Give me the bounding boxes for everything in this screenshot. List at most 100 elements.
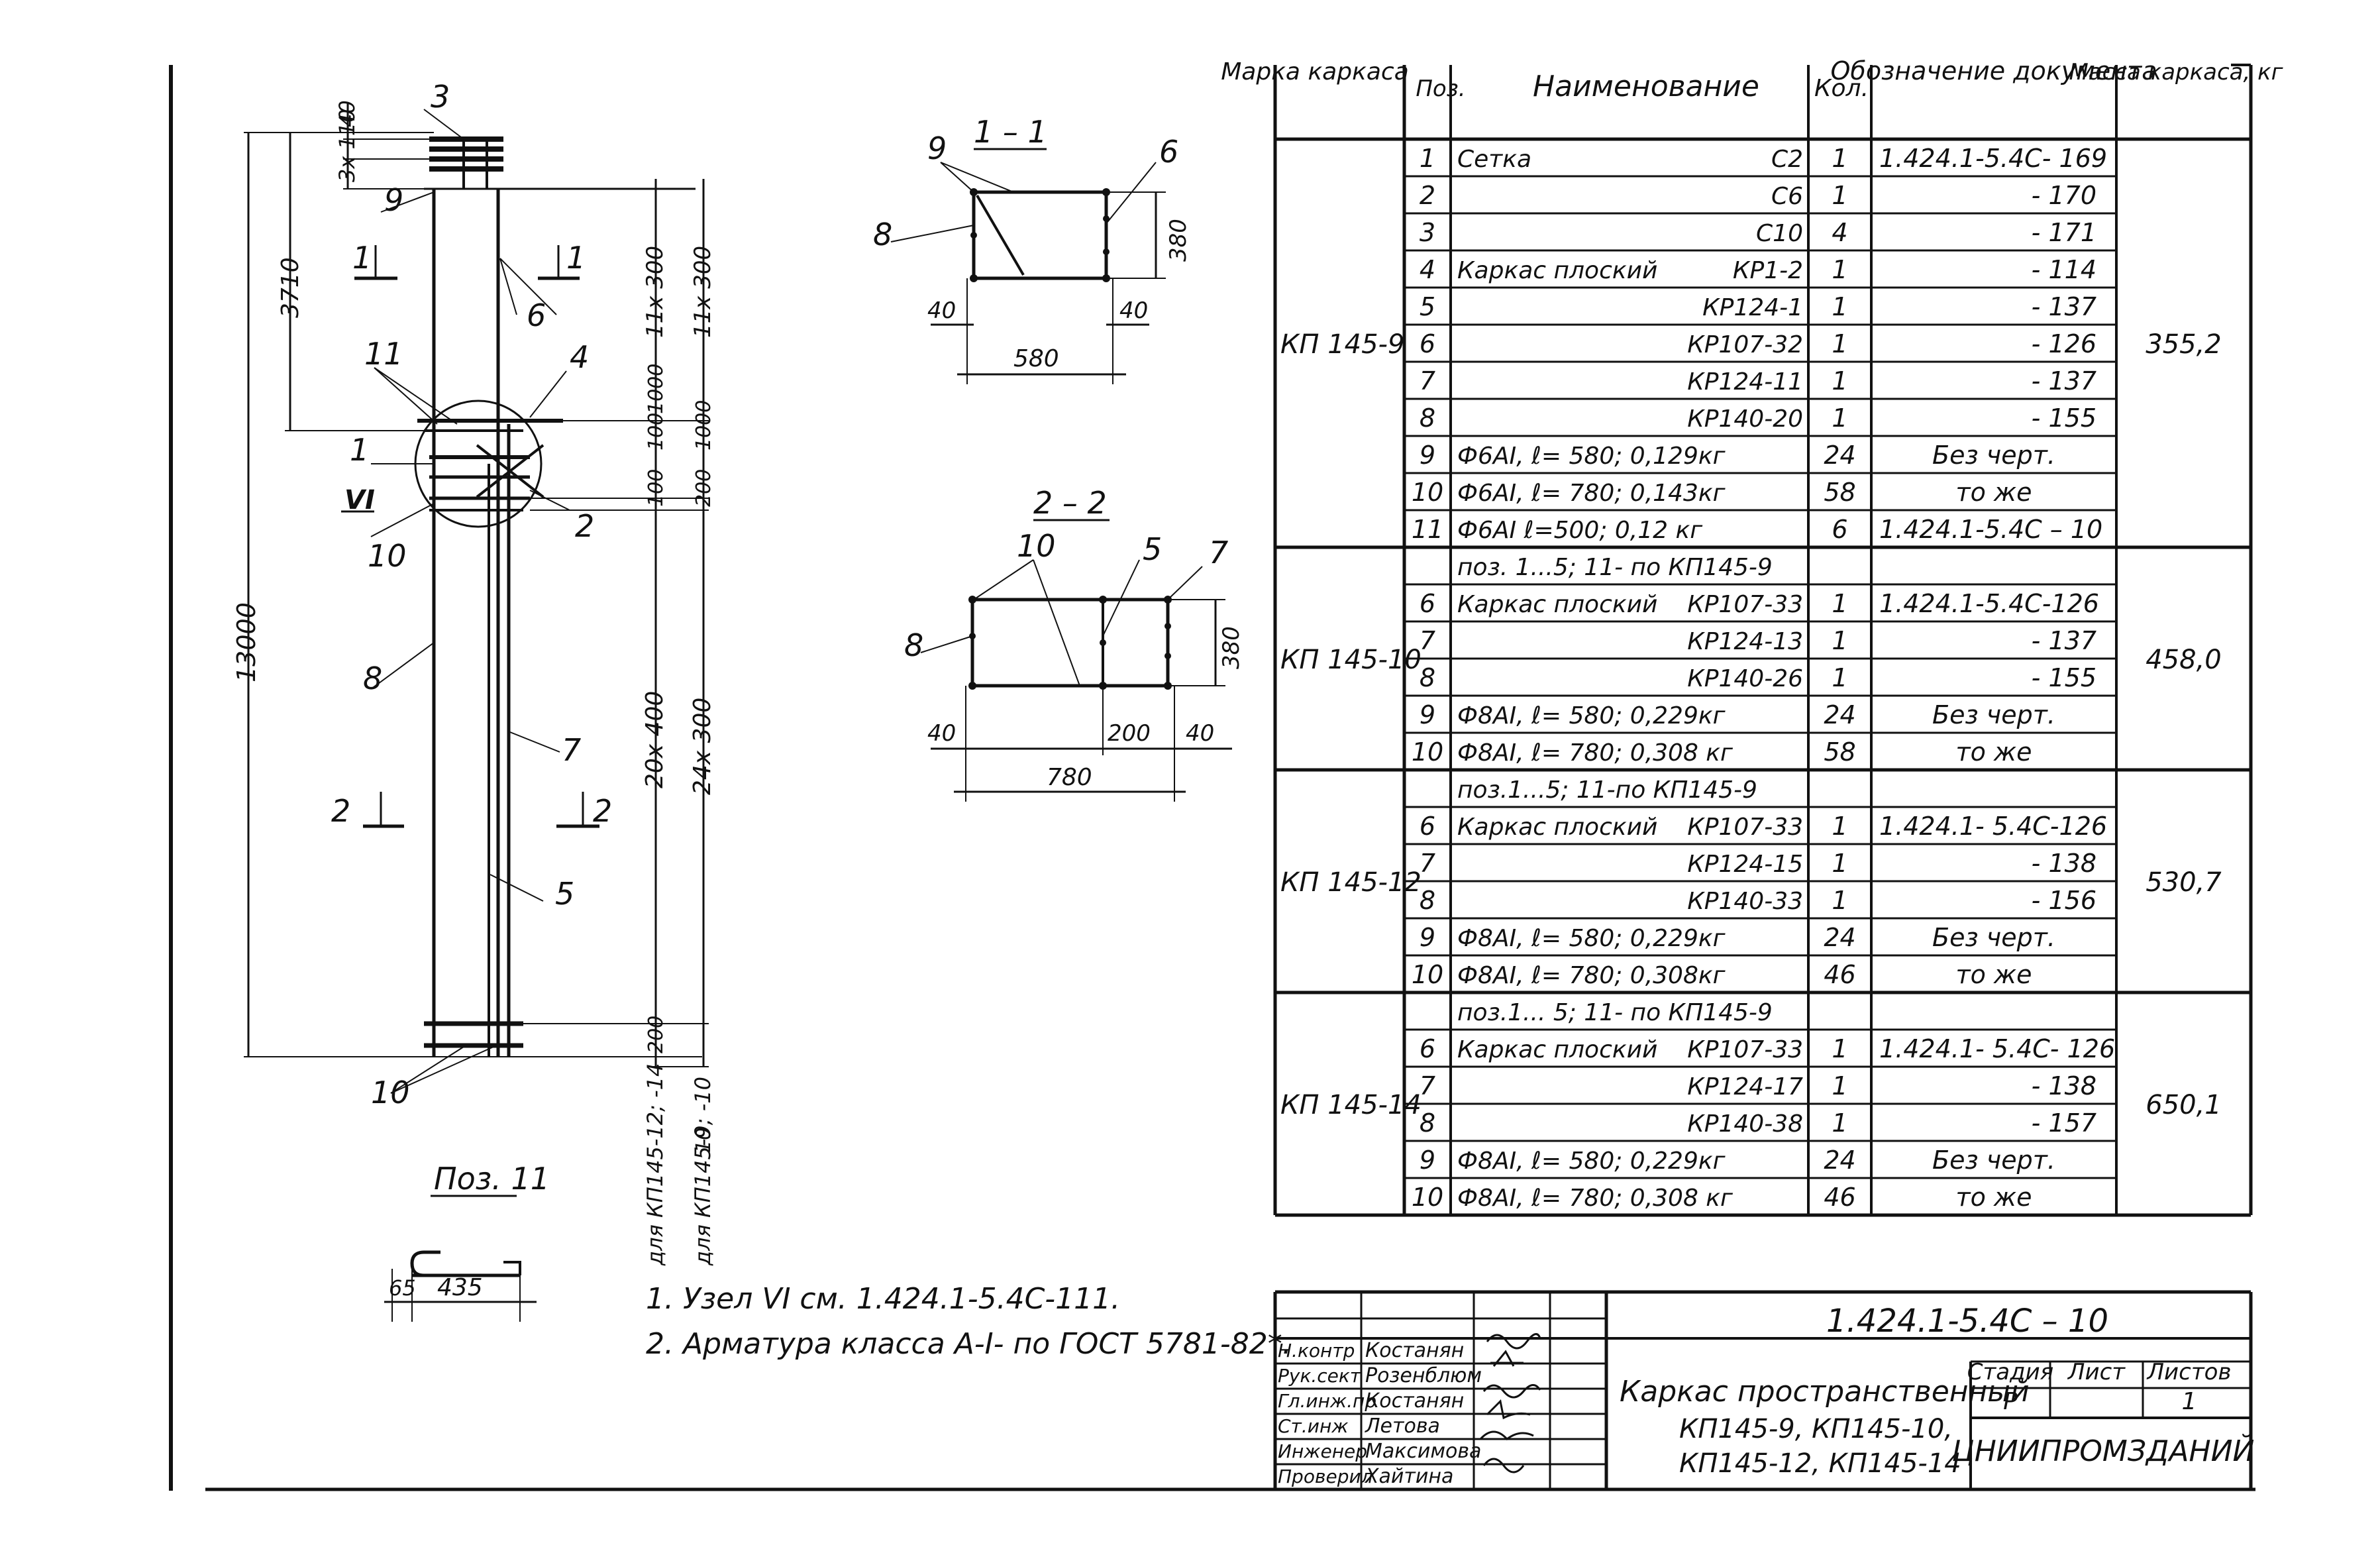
spec-pos: 10 (1412, 737, 1443, 767)
elevation-frame (414, 136, 696, 1057)
spec-qty: 24 (1824, 700, 1855, 729)
staff-name: Максимова (1365, 1440, 1481, 1463)
spec-document: - 155 (2032, 403, 2096, 433)
section-2-2: 2 – 2 10 5 7 8 380 40 200 40 780 (904, 485, 1245, 802)
spec-document: то же (1955, 960, 2032, 989)
dim-3x110: 3x 110 (335, 109, 360, 182)
spec-qty: 24 (1824, 923, 1855, 952)
callout-node-vi: VI (344, 485, 375, 515)
spec-name: Ф8АI, ℓ= 780; 0,308кг (1457, 962, 1726, 989)
spec-pos: 8 (1420, 1108, 1435, 1138)
callout-3: 3 (431, 79, 450, 115)
callout-7: 7 (562, 732, 581, 768)
spec-group-mass: 458,0 (2146, 645, 2222, 675)
spec-pos: 6 (1420, 1034, 1435, 1063)
staff-name: Розенблюм (1365, 1364, 1482, 1387)
spec-qty: 1 (1832, 886, 1847, 915)
spec-qty: 1 (1832, 292, 1847, 321)
callout-5: 5 (555, 876, 574, 912)
staff-name: Костанян (1365, 1389, 1464, 1413)
staff-name: Летова (1365, 1415, 1440, 1438)
label-for-kp145-12-14: для КП145-12; -14 (643, 1063, 668, 1266)
spec-mark-code: КР140-26 (1687, 665, 1803, 692)
spec-mark-code: КР140-20 (1687, 405, 1803, 433)
title-line-3: КП145-12, КП145-14 (1679, 1448, 1961, 1479)
spec-pos: 7 (1420, 849, 1435, 878)
spec-document: - 138 (2032, 849, 2096, 878)
spec-document: - 137 (2032, 626, 2096, 655)
callout-11: 11 (364, 336, 403, 372)
spec-name: Каркас плоский (1457, 1036, 1657, 1063)
spec-pos: 3 (1420, 218, 1435, 247)
header-pos: Поз. (1416, 76, 1465, 102)
spec-pos: 4 (1420, 255, 1435, 284)
spec-qty: 4 (1832, 218, 1847, 247)
dim-3710: 3710 (277, 257, 304, 318)
spec-document: то же (1955, 478, 2032, 507)
section-2-2-dim-380: 380 (1218, 626, 1245, 669)
spec-qty: 1 (1832, 1034, 1847, 1063)
spec-document: - 156 (2032, 886, 2096, 915)
spec-pos: 10 (1412, 960, 1443, 989)
spec-group-mark: КП 145-14 (1280, 1090, 1422, 1120)
header-mark: Марка каркаса (1221, 58, 1409, 85)
staff-role: Ст.инж (1278, 1415, 1349, 1437)
spec-document: - 138 (2032, 1071, 2096, 1100)
spec-mark-code: КР107-32 (1687, 331, 1803, 358)
spec-name: Ф8АI, ℓ= 580; 0,229кг (1457, 925, 1726, 952)
spec-name: Ф8АI, ℓ= 580; 0,229кг (1457, 702, 1726, 729)
callout-10-bottom: 10 (371, 1075, 410, 1110)
section-2-2-callout-5: 5 (1143, 531, 1162, 567)
dim-11x300-b: 11x 300 (690, 246, 716, 338)
section-2-2-dim-780: 780 (1047, 764, 1092, 791)
dim-1000-a: 1000 (645, 364, 668, 414)
note-1: 1. Узел VI см. 1.424.1-5.4С-111. (646, 1282, 1120, 1316)
spec-document: Без черт. (1932, 441, 2055, 470)
title-line-1: Каркас пространственный (1620, 1375, 2030, 1409)
spec-pos: 7 (1420, 366, 1435, 396)
spec-mark-code: КР124-1 (1702, 294, 1803, 321)
spec-pos: 1 (1420, 144, 1435, 173)
staff-role: Проверил (1278, 1466, 1373, 1487)
section-2-2-callout-8: 8 (904, 627, 923, 663)
spec-document: Без черт. (1932, 923, 2055, 952)
section-2-2-dim-40-right: 40 (1186, 720, 1214, 747)
section-cut-marks (354, 245, 599, 828)
organization-name: ЦНИИПРОМЗДАНИЙ (1952, 1433, 2255, 1468)
spec-pos: 8 (1420, 886, 1435, 915)
section-1-1-dim-40-left: 40 (927, 297, 956, 324)
elevation-leaders (370, 109, 570, 1094)
spec-qty: 1 (1832, 403, 1847, 433)
staff-name: Хайтина (1364, 1465, 1453, 1488)
spec-document: - 137 (2032, 292, 2096, 321)
spec-qty: 1 (1832, 589, 1847, 618)
spec-document: - 170 (2032, 181, 2096, 210)
dim-100-a: 100 (645, 413, 668, 451)
spec-document: то же (1955, 737, 2032, 767)
spec-name: поз. 1...5; 11- по КП145-9 (1457, 554, 1773, 581)
spec-mark-code: КР124-11 (1687, 368, 1803, 396)
spec-group-mark: КП 145-9 (1280, 329, 1404, 360)
header-document: Обозначение документа (1830, 56, 2157, 85)
dim-13000: 13000 (232, 602, 261, 682)
poz-11-detail: Поз. 11 65 435 (384, 1161, 550, 1322)
spec-document: Без черт. (1932, 700, 2055, 729)
section-1-1-dim-380: 380 (1165, 219, 1192, 262)
dim-10: 10 (692, 1128, 715, 1153)
spec-qty: 1 (1832, 255, 1847, 284)
section-1-1-title: 1 – 1 (974, 114, 1047, 150)
spec-qty: 1 (1832, 1071, 1847, 1100)
dim-1000-b: 1000 (692, 400, 715, 451)
section-mark-2-left: 2 (331, 793, 350, 829)
spec-name: поз.1...5; 11-по КП145-9 (1457, 776, 1757, 804)
